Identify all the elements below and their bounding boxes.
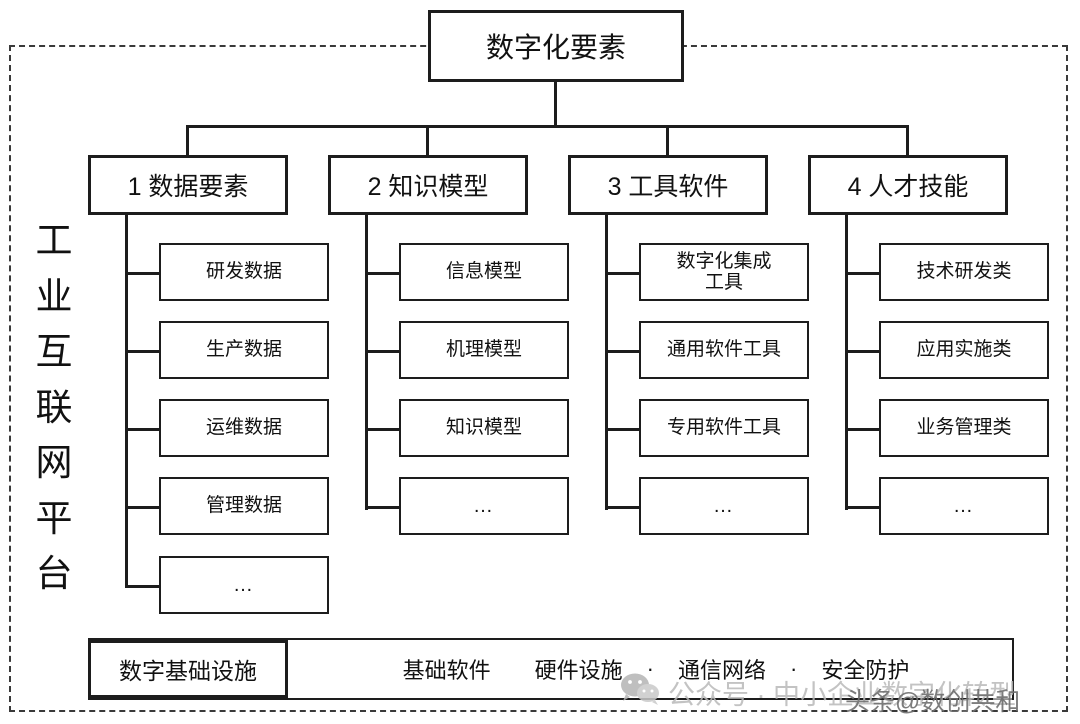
connector-drop-category-2 — [426, 125, 429, 156]
infrastructure-item-2[interactable]: 通信网络 — [678, 658, 767, 683]
connector-root-drop — [554, 82, 557, 126]
connector-drop-category-1 — [186, 125, 189, 156]
leaf-box-2-1[interactable]: 信息模型 — [399, 243, 569, 301]
leaf-box-4-3[interactable]: 业务管理类 — [879, 399, 1049, 457]
connector-horizontal-bus — [186, 125, 908, 128]
leaf-box-2-3[interactable]: 知识模型 — [399, 399, 569, 457]
category-box-1[interactable]: 1 数据要素 — [88, 155, 288, 215]
connector-drop-category-3 — [666, 125, 669, 156]
connector-stub-3-3 — [605, 428, 641, 431]
connector-spine-category-2 — [365, 215, 368, 510]
platform-label-char-2: 互 — [35, 331, 73, 372]
leaf-box-4-4[interactable]: … — [879, 477, 1049, 535]
leaf-box-3-3[interactable]: 专用软件工具 — [639, 399, 809, 457]
connector-stub-1-5 — [125, 585, 161, 588]
connector-stub-1-4 — [125, 506, 161, 509]
leaf-box-1-4[interactable]: 管理数据 — [159, 477, 329, 535]
connector-stub-3-2 — [605, 350, 641, 353]
category-box-4[interactable]: 4 人才技能 — [808, 155, 1008, 215]
connector-stub-4-2 — [845, 350, 881, 353]
infrastructure-items: 基础软件 硬件设施 · 通信网络 · 安全防护 — [300, 640, 1012, 698]
leaf-box-4-2[interactable]: 应用实施类 — [879, 321, 1049, 379]
connector-stub-2-2 — [365, 350, 401, 353]
connector-stub-1-3 — [125, 428, 161, 431]
connector-stub-1-2 — [125, 350, 161, 353]
connector-spine-category-3 — [605, 215, 608, 510]
infrastructure-label-box[interactable]: 数字基础设施 — [88, 640, 288, 698]
connector-stub-2-4 — [365, 506, 401, 509]
platform-label-char-1: 业 — [35, 275, 73, 317]
platform-label-char-4: 网 — [35, 442, 73, 483]
infrastructure-item-0[interactable]: 基础软件 — [402, 658, 491, 683]
leaf-box-4-1[interactable]: 技术研发类 — [879, 243, 1049, 301]
platform-vertical-label: 工 业 互 联 网 平 台 — [26, 222, 82, 592]
connector-stub-2-3 — [365, 428, 401, 431]
connector-stub-4-4 — [845, 506, 881, 509]
connector-drop-category-4 — [906, 125, 909, 156]
infrastructure-separator-2: · — [790, 656, 798, 681]
platform-label-char-5: 平 — [35, 497, 73, 539]
connector-stub-3-1 — [605, 272, 641, 275]
leaf-box-1-5[interactable]: … — [159, 556, 329, 614]
category-box-2[interactable]: 2 知识模型 — [328, 155, 528, 215]
infrastructure-item-1[interactable]: 硬件设施 — [534, 658, 623, 683]
leaf-box-1-2[interactable]: 生产数据 — [159, 321, 329, 379]
leaf-box-1-3[interactable]: 运维数据 — [159, 399, 329, 457]
leaf-box-3-4[interactable]: … — [639, 477, 809, 535]
connector-stub-4-1 — [845, 272, 881, 275]
platform-label-char-0: 工 — [35, 220, 73, 261]
connector-spine-category-4 — [845, 215, 848, 510]
leaf-box-3-2[interactable]: 通用软件工具 — [639, 321, 809, 379]
infrastructure-separator-1: · — [646, 656, 654, 681]
infrastructure-item-3[interactable]: 安全防护 — [821, 658, 910, 683]
connector-spine-category-1 — [125, 215, 128, 588]
connector-stub-2-1 — [365, 272, 401, 275]
category-box-3[interactable]: 3 工具软件 — [568, 155, 768, 215]
leaf-box-2-2[interactable]: 机理模型 — [399, 321, 569, 379]
leaf-box-1-1[interactable]: 研发数据 — [159, 243, 329, 301]
platform-label-char-6: 台 — [35, 553, 73, 594]
leaf-box-2-4[interactable]: … — [399, 477, 569, 535]
leaf-box-3-1[interactable]: 数字化集成 工具 — [639, 243, 809, 301]
root-title-box: 数字化要素 — [428, 10, 684, 82]
platform-label-char-3: 联 — [35, 386, 73, 428]
connector-stub-3-4 — [605, 506, 641, 509]
connector-stub-4-3 — [845, 428, 881, 431]
connector-stub-1-1 — [125, 272, 161, 275]
